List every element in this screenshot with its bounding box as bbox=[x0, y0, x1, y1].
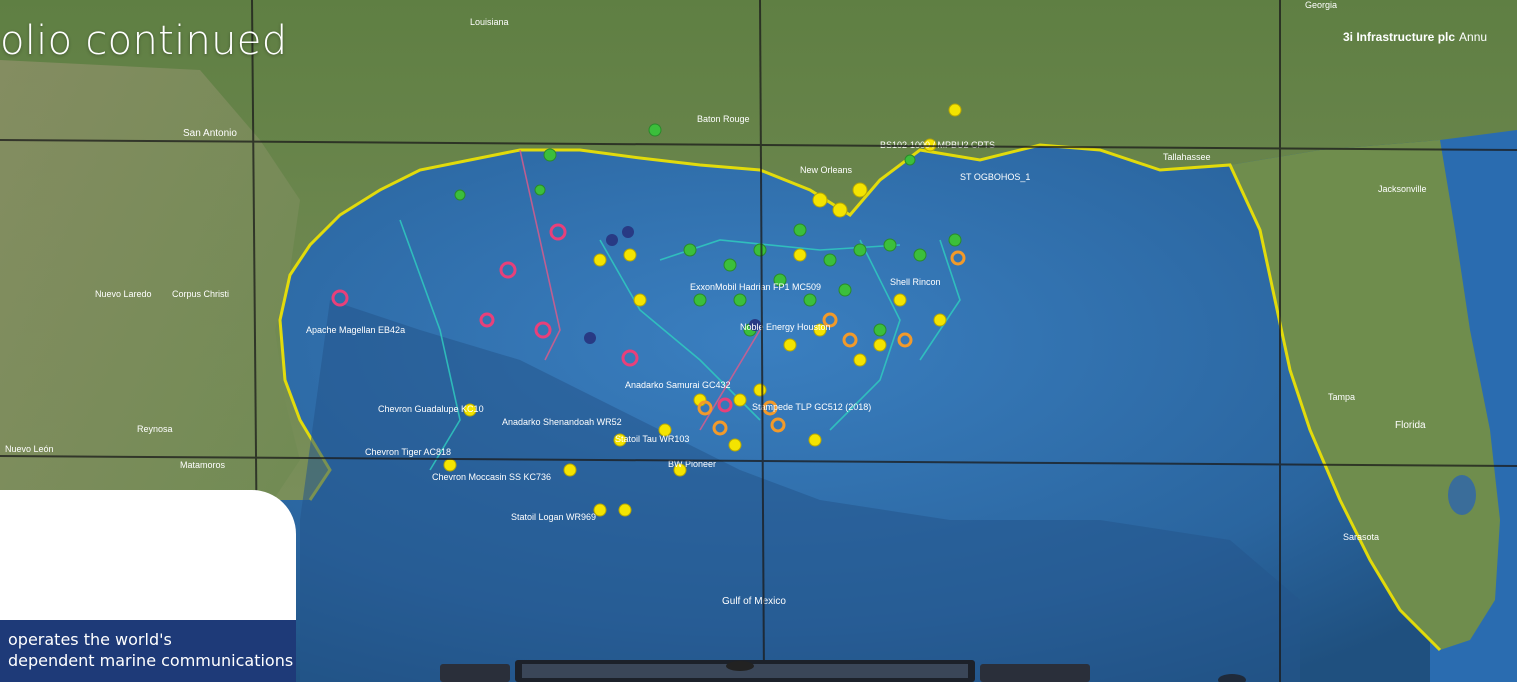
red-asset-markers bbox=[331, 223, 733, 413]
coastline bbox=[278, 143, 1442, 652]
map-label: San Antonio bbox=[183, 128, 237, 139]
map-label: Florida bbox=[1395, 420, 1426, 431]
yellow-pins bbox=[443, 103, 962, 517]
asset-label: BW Pioneer bbox=[668, 459, 716, 469]
asset-label: Anadarko Samurai GC432 bbox=[625, 380, 731, 390]
report-company-name: 3i Infrastructure plc bbox=[1343, 30, 1456, 44]
report-title-fragment: Annu bbox=[1459, 30, 1488, 44]
map-label: New Orleans bbox=[800, 165, 853, 175]
asset-label: ST OGBOHOS_1 bbox=[960, 172, 1030, 182]
asset-label: Anadarko Shenandoah WR52 bbox=[502, 417, 622, 427]
texas-mexico-land bbox=[0, 60, 300, 520]
north-landmass bbox=[0, 0, 1517, 500]
asset-label: BS102-1000 / MPBU2 CPTS bbox=[880, 140, 995, 150]
asset-label: ExxonMobil Hadrian FP1 MC509 bbox=[690, 282, 821, 292]
intro-text-line: operates the world's bbox=[8, 630, 172, 649]
lake-okeechobee bbox=[1448, 475, 1476, 515]
intro-text-band bbox=[0, 620, 296, 682]
asset-label: Statoil Tau WR103 bbox=[615, 434, 689, 444]
map-label: Louisiana bbox=[470, 17, 509, 27]
asset-label: Apache Magellan EB42a bbox=[306, 325, 405, 335]
asset-label: Noble Energy Houston bbox=[740, 322, 831, 332]
florida-peninsula bbox=[1230, 140, 1500, 650]
desk-monitors bbox=[440, 660, 1246, 682]
map-label: Jacksonville bbox=[1378, 184, 1427, 194]
map-label: Nuevo León bbox=[5, 444, 54, 454]
map-label: Baton Rouge bbox=[697, 114, 750, 124]
map-label: Reynosa bbox=[137, 424, 173, 434]
page-title: olio continued bbox=[0, 18, 288, 64]
orange-asset-markers bbox=[697, 250, 966, 436]
green-asset-markers bbox=[454, 123, 962, 337]
map-label: Nuevo Laredo bbox=[95, 289, 152, 299]
intro-text-line: dependent marine communications bbox=[8, 651, 294, 670]
white-callout-card bbox=[0, 490, 296, 620]
asset-label: Stampede TLP GC512 (2018) bbox=[752, 402, 871, 412]
asset-label: Chevron Tiger AC818 bbox=[365, 447, 451, 457]
map-label: Gulf of Mexico bbox=[722, 596, 786, 607]
map-label: Matamoros bbox=[180, 460, 226, 470]
intro-text: operates the world's dependent marine co… bbox=[8, 629, 296, 682]
asset-label: Chevron Moccasin SS KC736 bbox=[432, 472, 551, 482]
deep-water-shelf bbox=[300, 300, 1300, 682]
asset-label: Statoil Logan WR969 bbox=[511, 512, 596, 522]
asset-label: Shell Rincon bbox=[890, 277, 941, 287]
asset-label: Chevron Guadalupe KC10 bbox=[378, 404, 484, 414]
navy-asset-markers bbox=[584, 226, 761, 344]
map-label: Corpus Christi bbox=[172, 289, 229, 299]
map-label: Tampa bbox=[1328, 392, 1355, 402]
map-label: Sarasota bbox=[1343, 532, 1379, 542]
map-label: Tallahassee bbox=[1163, 152, 1211, 162]
map-label: Georgia bbox=[1305, 0, 1337, 10]
